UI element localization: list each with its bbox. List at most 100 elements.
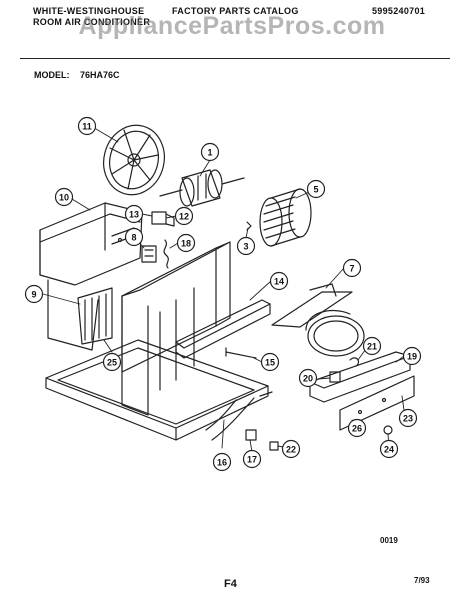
- callout-circle: [269, 271, 289, 291]
- callout-label: 1: [207, 148, 212, 158]
- callout-24: 24: [379, 439, 399, 459]
- callout-25: 25: [102, 352, 122, 372]
- callout-circle: [102, 352, 122, 372]
- callout-label: 20: [303, 374, 313, 384]
- evaporator: [77, 287, 113, 345]
- callout-label: 19: [407, 352, 417, 362]
- callout-circle: [362, 336, 382, 356]
- callout-15: 15: [260, 352, 280, 372]
- callout-label: 7: [349, 264, 354, 274]
- page-number: F4: [224, 578, 237, 590]
- callout-label: 18: [181, 239, 191, 249]
- callout-22: 22: [281, 439, 301, 459]
- callout-20: 20: [298, 368, 318, 388]
- callout-circle: [212, 452, 232, 472]
- grommet-2: [269, 441, 279, 451]
- wire: [163, 239, 169, 269]
- motor: [159, 169, 245, 207]
- callout-26: 26: [347, 418, 367, 438]
- callout-circle: [342, 258, 362, 278]
- callout-label: 9: [31, 290, 36, 300]
- callout-10: 10: [54, 187, 74, 207]
- condenser-bracket: [309, 351, 415, 431]
- callout-label: 13: [129, 210, 139, 220]
- callout-8: 8: [124, 227, 144, 247]
- callout-circle: [298, 368, 318, 388]
- switch: [141, 245, 157, 263]
- model-label: MODEL:: [34, 70, 70, 80]
- callout-circle: [124, 227, 144, 247]
- orifice-shroud: [271, 283, 365, 357]
- header-rule: [20, 58, 450, 59]
- capacitor-bracket: [151, 211, 175, 227]
- blower-wheel: [103, 124, 165, 196]
- chassis-base-pan: [45, 339, 269, 441]
- callout-circle: [236, 236, 256, 256]
- screw: [225, 347, 257, 359]
- callout-label: 12: [179, 212, 189, 222]
- callout-7: 7: [342, 258, 362, 278]
- callout-19: 19: [402, 346, 422, 366]
- revision-date: 7/93: [414, 576, 430, 585]
- harness: [205, 391, 273, 441]
- clamp: [349, 357, 360, 367]
- callout-label: 5: [313, 185, 318, 195]
- callout-17: 17: [242, 449, 262, 469]
- model-line: MODEL: 76HA76C: [34, 70, 128, 80]
- callout-label: 14: [274, 277, 284, 287]
- callout-circle: [174, 206, 194, 226]
- blower-scroll: [259, 188, 312, 247]
- callout-circle: [54, 187, 74, 207]
- callout-circle: [242, 449, 262, 469]
- callout-circle: [77, 116, 97, 136]
- callout-circle: [398, 408, 418, 428]
- callout-16: 16: [212, 452, 232, 472]
- callout-13: 13: [124, 204, 144, 224]
- watermark: AppliancePartsPros.com: [78, 12, 386, 40]
- callout-label: 22: [286, 445, 296, 455]
- brand-line-1: WHITE-WESTINGHOUSE: [33, 6, 145, 16]
- callout-1: 1: [200, 142, 220, 162]
- bulkhead: [121, 241, 231, 416]
- callout-label: 3: [243, 242, 248, 252]
- callout-14: 14: [269, 271, 289, 291]
- callout-circle: [200, 142, 220, 162]
- callout-label: 15: [265, 358, 275, 368]
- callout-circle: [24, 284, 44, 304]
- callout-label: 23: [403, 414, 413, 424]
- callout-circle: [347, 418, 367, 438]
- plug: [245, 429, 257, 441]
- callout-5: 5: [306, 179, 326, 199]
- callout-circle: [306, 179, 326, 199]
- grommet: [329, 371, 341, 383]
- callout-18: 18: [176, 233, 196, 253]
- front-housing: [39, 202, 143, 351]
- part-number: 5995240701: [372, 6, 426, 16]
- callout-21: 21: [362, 336, 382, 356]
- callout-23: 23: [398, 408, 418, 428]
- callout-label: 21: [367, 342, 377, 352]
- callout-circle: [281, 439, 301, 459]
- callout-circle: [176, 233, 196, 253]
- figure-code: 0019: [380, 536, 398, 545]
- callout-label: 25: [107, 358, 117, 368]
- callout-label: 11: [82, 122, 92, 132]
- brand-line-2: ROOM AIR CONDITIONER: [33, 17, 151, 27]
- rail: [175, 299, 271, 359]
- callout-12: 12: [174, 206, 194, 226]
- clip: [246, 221, 252, 231]
- callout-circle: [260, 352, 280, 372]
- callout-circle: [402, 346, 422, 366]
- leader-lines: [42, 128, 406, 453]
- callout-3: 3: [236, 236, 256, 256]
- callout-label: 16: [217, 458, 227, 468]
- callout-label: 10: [59, 193, 69, 203]
- nut: [383, 425, 393, 435]
- callout-circle: [379, 439, 399, 459]
- callout-label: 8: [131, 233, 136, 243]
- callout-label: 17: [247, 455, 257, 465]
- catalog-title: FACTORY PARTS CATALOG: [172, 6, 299, 16]
- callout-11: 11: [77, 116, 97, 136]
- callout-circle: [124, 204, 144, 224]
